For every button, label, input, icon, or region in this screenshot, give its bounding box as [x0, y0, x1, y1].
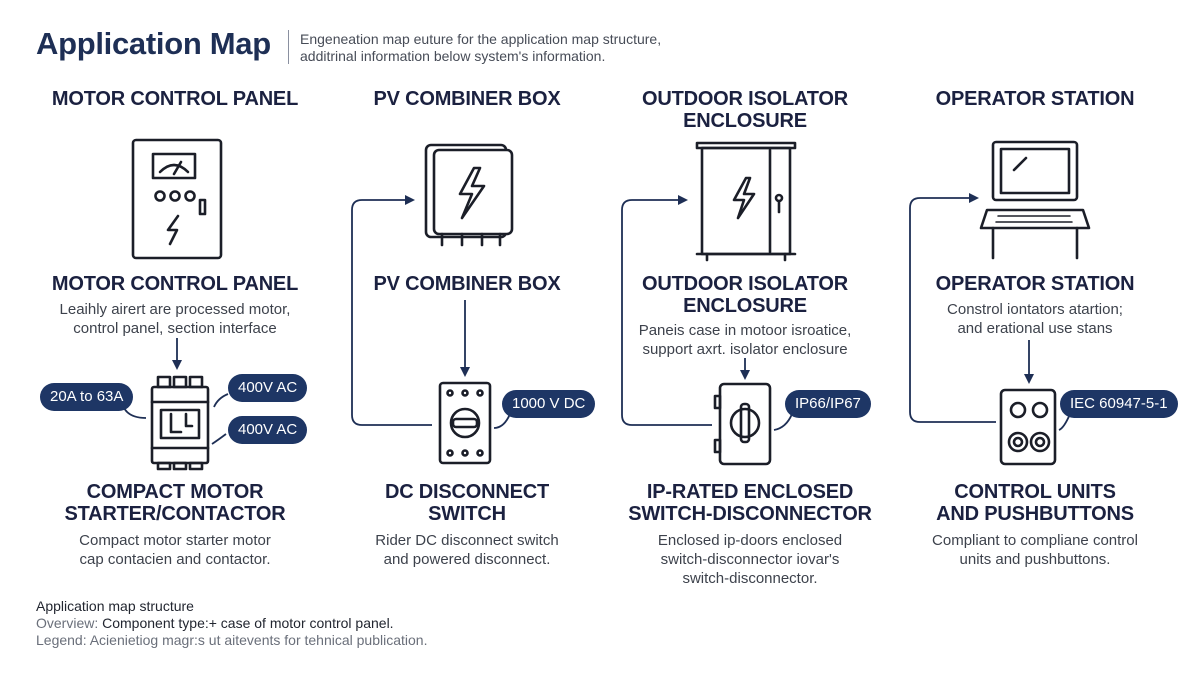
- footer-overview-value: Component type:+ case of motor control p…: [102, 615, 394, 631]
- desc-line: Constrol iontators atartion;: [947, 301, 1123, 318]
- desc-line: and powered disconnect.: [383, 551, 551, 568]
- dc-disconnect-switch-icon: [438, 381, 492, 465]
- badge-voltage-dc: 1000 V DC: [502, 390, 596, 418]
- loop-connector: [351, 195, 432, 426]
- upper-desc-motor-control-panel: Leaihly airert are processed motor, cont…: [30, 300, 320, 338]
- footer-overview-label: Overview:: [36, 615, 103, 631]
- desc-line: Paneis case in motoor isroatice,: [638, 322, 852, 339]
- column-heading-line-2: ENCLOSURE: [683, 110, 807, 132]
- badge-iec-standard: IEC 60947-5-1: [1060, 390, 1178, 418]
- desc-line: cap contacien and contactor.: [79, 551, 271, 568]
- desc-line: units and pushbuttons.: [959, 551, 1111, 568]
- lower-title-ip-rated-switch-disconnector: IP-RATED ENCLOSED SWITCH-DISCONNECTOR: [610, 481, 890, 525]
- loop-connector: [909, 193, 996, 423]
- upper-title-motor-control-panel: MOTOR CONTROL PANEL: [51, 273, 299, 295]
- lower-title-line-2: SWITCH-DISCONNECTOR: [628, 503, 872, 525]
- lower-title-line-1: DC DISCONNECT: [384, 481, 550, 503]
- operator-station-icon: [979, 140, 1091, 260]
- badge-leader: [211, 433, 227, 445]
- upper-title-operator-station: OPERATOR STATION: [935, 273, 1135, 295]
- compact-motor-starter-icon: [150, 375, 210, 471]
- footer-heading: Application map structure: [36, 598, 194, 614]
- footer-overview: Overview: Component type:+ case of motor…: [36, 615, 394, 631]
- desc-line: Compliant to compliane control: [932, 532, 1138, 549]
- badge-ip-rating: IP66/IP67: [785, 390, 871, 418]
- upper-title-pv-combiner-box: PV COMBINER BOX: [373, 273, 561, 295]
- lower-desc-dc-disconnect-switch: Rider DC disconnect switch and powered d…: [322, 531, 612, 569]
- badge-leader: [773, 413, 793, 431]
- upper-desc-outdoor-isolator-enclosure: Paneis case in motoor isroatice, support…: [600, 321, 890, 359]
- column-heading-motor-control-panel: MOTOR CONTROL PANEL: [51, 88, 299, 110]
- footer-legend: Legend: Acienietiog magr:s ut aitevents …: [36, 632, 428, 648]
- upper-title-line-2: ENCLOSURE: [683, 295, 807, 317]
- desc-line: control panel, section interface: [73, 320, 277, 337]
- lower-desc-compact-motor-starter: Compact motor starter motor cap contacie…: [30, 531, 320, 569]
- control-units-pushbuttons-icon: [999, 388, 1057, 466]
- subtitle-line-1: Engeneation map euture for the applicati…: [300, 31, 662, 47]
- lower-desc-ip-rated-switch-disconnector: Enclosed ip-doors enclosed switch-discon…: [605, 531, 895, 588]
- desc-line: Enclosed ip-doors enclosed: [657, 532, 843, 549]
- column-heading-outdoor-isolator-enclosure: OUTDOOR ISOLATOR ENCLOSURE: [610, 88, 880, 132]
- desc-line: and erational use stans: [957, 320, 1113, 337]
- lower-title-line-1: CONTROL UNITS: [954, 481, 1116, 503]
- desc-line: support axrt. isolator enclosure: [642, 341, 848, 358]
- desc-line: Compact motor starter motor: [79, 532, 271, 549]
- pv-combiner-box-icon: [424, 143, 514, 247]
- lower-title-dc-disconnect-switch: DC DISCONNECT SWITCH: [332, 481, 602, 525]
- column-heading-line-1: OUTDOOR ISOLATOR: [641, 88, 849, 110]
- badge-leader: [213, 393, 229, 408]
- lower-desc-control-units-pushbuttons: Compliant to compliane control units and…: [890, 531, 1180, 569]
- upper-title-line-1: OUTDOOR ISOLATOR: [641, 273, 849, 295]
- desc-line: switch-disconnector iovar's: [660, 551, 840, 568]
- lower-title-compact-motor-starter: COMPACT MOTOR STARTER/CONTACTOR: [40, 481, 310, 525]
- badge-voltage-ac: 400V AC: [228, 374, 308, 402]
- desc-line: Rider DC disconnect switch: [375, 532, 559, 549]
- ip-rated-switch-disconnector-icon: [713, 382, 772, 466]
- column-heading-operator-station: OPERATOR STATION: [935, 88, 1135, 110]
- lower-title-line-2: SWITCH: [428, 503, 506, 525]
- motor-control-panel-icon: [131, 138, 223, 260]
- upper-desc-operator-station: Constrol iontators atartion; and eration…: [890, 300, 1180, 338]
- lower-title-line-1: IP-RATED ENCLOSED: [646, 481, 854, 503]
- subtitle-line-2: additrinal information below system's in…: [300, 48, 606, 64]
- page-title: Application Map: [36, 26, 271, 61]
- outdoor-isolator-enclosure-icon: [695, 141, 797, 262]
- page-subtitle: Engeneation map euture for the applicati…: [300, 31, 720, 65]
- lower-title-line-2: STARTER/CONTACTOR: [64, 503, 286, 525]
- lower-title-line-2: AND PUSHBUTTONS: [936, 503, 1134, 525]
- header-divider: [288, 30, 289, 64]
- badge-voltage-ac: 400V AC: [228, 416, 308, 444]
- upper-title-outdoor-isolator-enclosure: OUTDOOR ISOLATOR ENCLOSURE: [610, 273, 880, 317]
- lower-title-line-1: COMPACT MOTOR: [86, 481, 264, 503]
- lower-title-control-units-pushbuttons: CONTROL UNITS AND PUSHBUTTONS: [900, 481, 1170, 525]
- badge-leader: [493, 413, 511, 429]
- desc-line: Leaihly airert are processed motor,: [59, 301, 291, 318]
- desc-line: switch-disconnector.: [682, 570, 818, 587]
- badge-current-range: 20A to 63A: [40, 383, 134, 411]
- loop-connector: [621, 195, 712, 426]
- column-heading-pv-combiner-box: PV COMBINER BOX: [373, 88, 561, 110]
